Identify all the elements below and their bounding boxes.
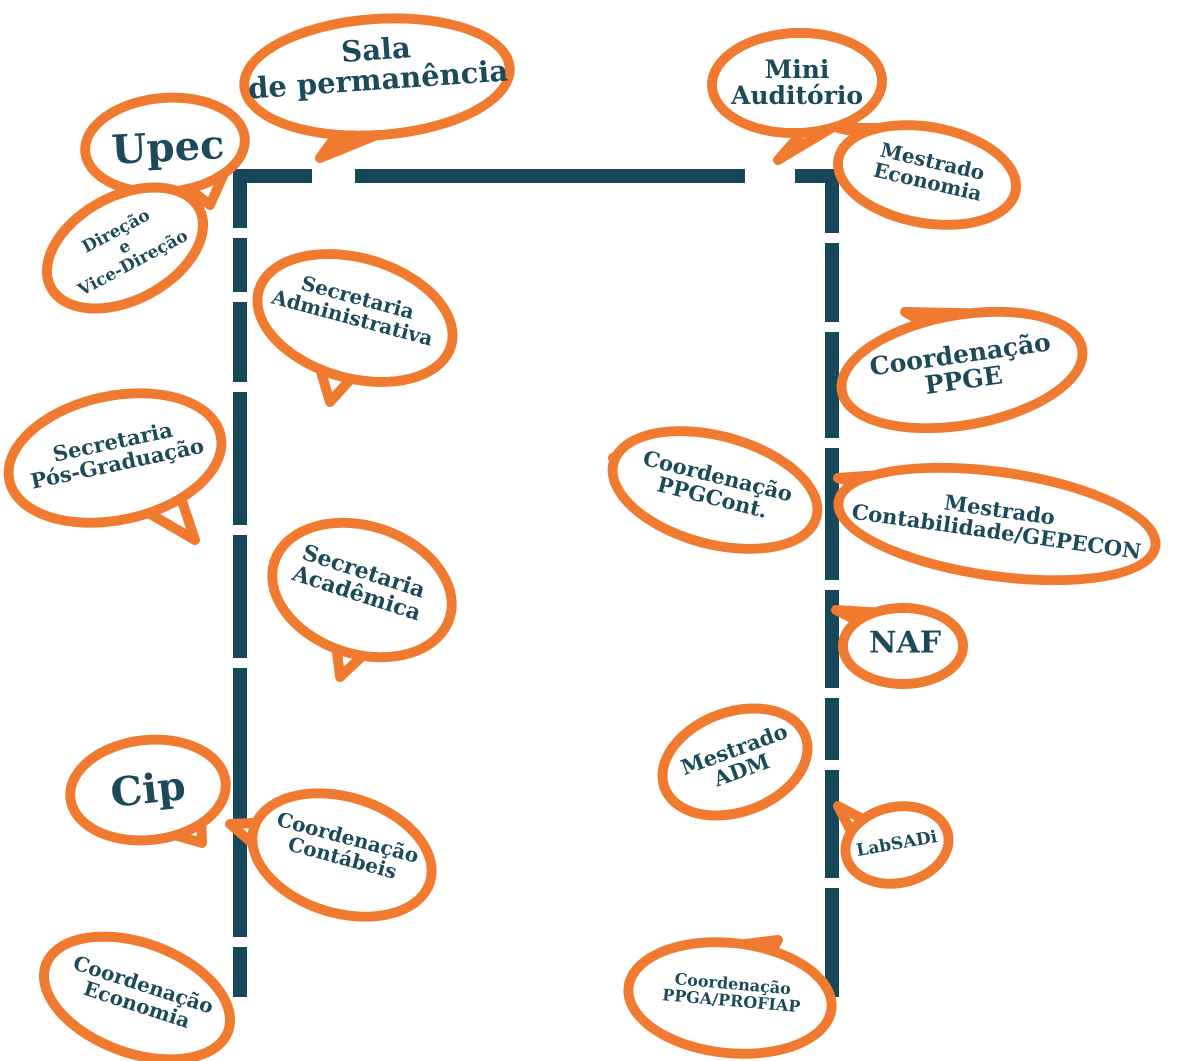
speech-bubble-mestrado-adm	[657, 703, 813, 821]
room-label-line: NAF	[869, 625, 941, 661]
speech-bubble-direcao	[42, 182, 208, 314]
speech-bubble-coordenacao-contabeis	[225, 788, 437, 922]
room-label-line: Auditório	[730, 81, 864, 110]
room-label-cip: Cip	[108, 762, 188, 817]
speech-bubble-outline	[39, 931, 235, 1061]
corridor-walls	[233, 169, 839, 997]
speech-bubble-secretaria-pos-graduacao	[3, 388, 227, 545]
speech-bubble-fill	[617, 436, 813, 544]
speech-bubble-labsadi	[833, 801, 954, 889]
door-gap	[233, 937, 247, 947]
room-label-line: Upec	[110, 121, 226, 174]
speech-bubble-fill	[262, 259, 448, 377]
door-gap	[825, 233, 839, 243]
door-gap	[233, 525, 247, 535]
speech-bubble-fill	[257, 798, 427, 912]
door-gap	[825, 878, 839, 888]
speech-bubble-coordenacao-ppgcont	[607, 426, 823, 554]
speech-bubble-fill	[843, 472, 1151, 576]
room-bubbles	[3, 13, 1161, 1061]
speech-bubble-fill	[633, 947, 827, 1049]
speech-bubble-outline	[657, 703, 813, 821]
door-gap	[233, 658, 247, 668]
speech-bubble-upec	[80, 92, 250, 210]
speech-bubble-fill	[850, 811, 944, 879]
speech-bubble-fill	[843, 130, 1011, 220]
speech-bubble-fill	[249, 23, 505, 131]
speech-bubble-coordenacao-ppge	[836, 306, 1088, 434]
speech-bubble-fill	[75, 744, 221, 836]
speech-bubble-mestrado-economia	[833, 120, 1021, 230]
speech-bubble-cip	[65, 734, 231, 848]
room-label-line: Mini	[764, 54, 830, 84]
door-gap	[825, 760, 839, 770]
speech-bubble-sala-permanencia	[239, 13, 515, 163]
speech-bubble-coordenacao-ppga	[623, 935, 837, 1059]
door-gap	[233, 292, 247, 302]
room-label-naf: NAF	[869, 627, 941, 659]
speech-bubble-naf	[831, 603, 968, 689]
door-gap	[825, 688, 839, 698]
speech-bubble-fill	[846, 316, 1078, 424]
speech-bubble-fill	[848, 613, 958, 679]
speech-bubble-secretaria-academica	[267, 517, 457, 682]
speech-bubble-mestrado-contabilidade	[833, 462, 1161, 586]
speech-bubble-fill	[277, 527, 447, 653]
speech-bubble-secretaria-administrativa	[252, 249, 458, 407]
door-gap	[825, 580, 839, 590]
door-gap	[825, 438, 839, 448]
speech-bubble-outline	[42, 182, 208, 314]
room-label-upec: Upec	[110, 121, 226, 174]
speech-bubble-fill	[13, 398, 217, 518]
room-label-line: Cip	[108, 762, 188, 817]
door-gaps	[233, 228, 839, 947]
door-gap	[233, 228, 247, 238]
corridor-top-wall-left	[233, 169, 312, 997]
speech-bubble-coordenacao-economia	[39, 931, 235, 1061]
door-gap	[233, 382, 247, 392]
speech-bubble-fill	[717, 38, 877, 128]
corridor-right-wall	[795, 169, 839, 997]
speech-bubble-fill	[90, 102, 240, 188]
speech-bubble-mini-auditorio	[707, 28, 887, 165]
door-gap	[825, 322, 839, 332]
